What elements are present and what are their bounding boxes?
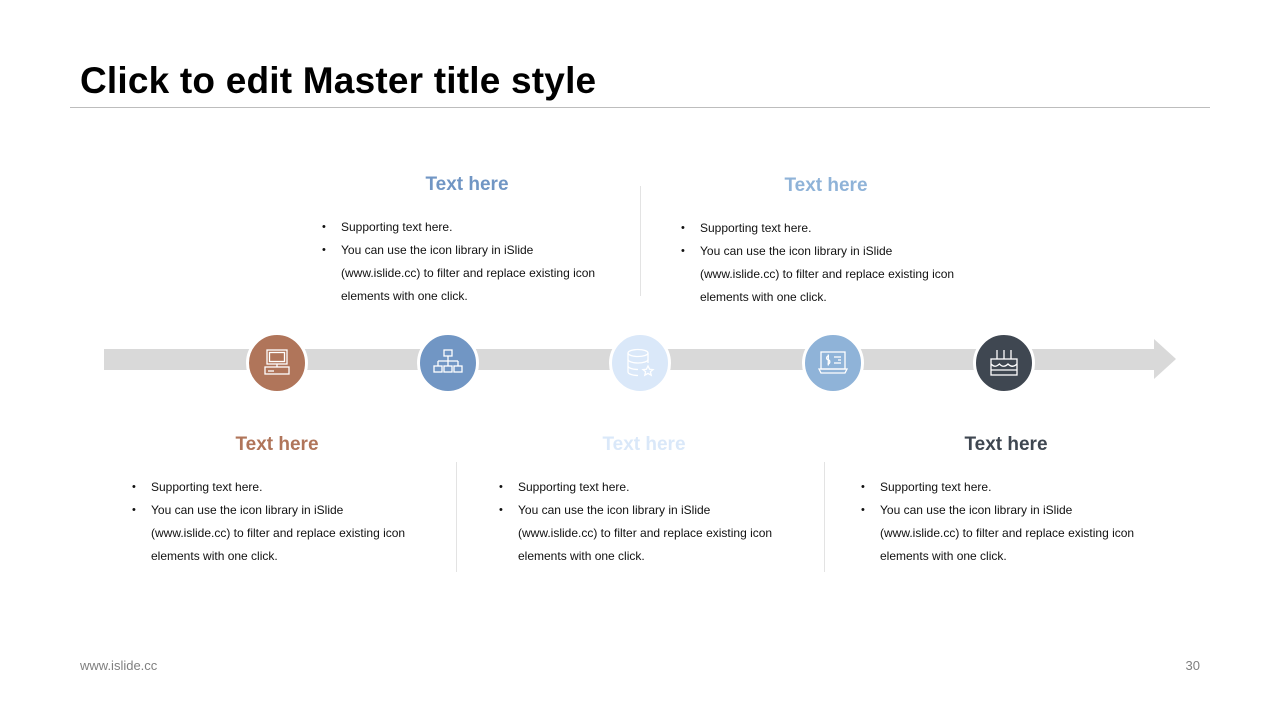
bullet-item-5-1: Supporting text here. xyxy=(861,476,1151,499)
database-star-icon xyxy=(627,348,655,377)
computer-icon xyxy=(264,349,290,375)
sitemap-icon xyxy=(433,349,463,373)
bullet-item-5-2: You can use the icon library in iSlide (… xyxy=(861,499,1151,568)
birthday-cake-icon xyxy=(990,350,1018,376)
bullet-item-3-1: Supporting text here. xyxy=(499,476,789,499)
bullet-item-3-2: You can use the icon library in iSlide (… xyxy=(499,499,789,568)
heading-item-1[interactable]: Text here xyxy=(235,434,319,455)
slide-title[interactable]: Click to edit Master title style xyxy=(80,60,597,101)
divider-lower-2 xyxy=(824,462,825,572)
page-number: 30 xyxy=(1185,658,1200,673)
heading-item-5[interactable]: Text here xyxy=(964,434,1048,455)
monitor-dollar-icon xyxy=(817,351,849,374)
heading-item-2[interactable]: Text here xyxy=(425,174,509,195)
divider-lower-1 xyxy=(456,462,457,572)
timeline-node-1[interactable] xyxy=(246,332,308,394)
bullet-item-4-1: Supporting text here. xyxy=(681,217,971,240)
footer-website: www.islide.cc xyxy=(80,658,158,673)
bullets-item-4[interactable]: Supporting text here. You can use the ic… xyxy=(681,217,971,309)
timeline-node-4[interactable] xyxy=(802,332,864,394)
timeline-arrow-head xyxy=(1154,339,1176,379)
bullet-item-2-2: You can use the icon library in iSlide (… xyxy=(322,239,612,308)
bullet-item-1-2: You can use the icon library in iSlide (… xyxy=(132,499,422,568)
heading-item-4[interactable]: Text here xyxy=(784,175,868,196)
timeline-node-2[interactable] xyxy=(417,332,479,394)
timeline-node-5[interactable] xyxy=(973,332,1035,394)
bullets-item-5[interactable]: Supporting text here. You can use the ic… xyxy=(861,476,1151,568)
bullet-item-1-1: Supporting text here. xyxy=(132,476,422,499)
divider-upper xyxy=(640,186,641,296)
bullets-item-1[interactable]: Supporting text here. You can use the ic… xyxy=(132,476,422,568)
timeline-node-3[interactable] xyxy=(609,332,671,394)
bullet-item-2-1: Supporting text here. xyxy=(322,216,612,239)
bullets-item-3[interactable]: Supporting text here. You can use the ic… xyxy=(499,476,789,568)
title-underline xyxy=(70,107,1210,108)
bullets-item-2[interactable]: Supporting text here. You can use the ic… xyxy=(322,216,612,308)
heading-item-3[interactable]: Text here xyxy=(602,434,686,455)
bullet-item-4-2: You can use the icon library in iSlide (… xyxy=(681,240,971,309)
